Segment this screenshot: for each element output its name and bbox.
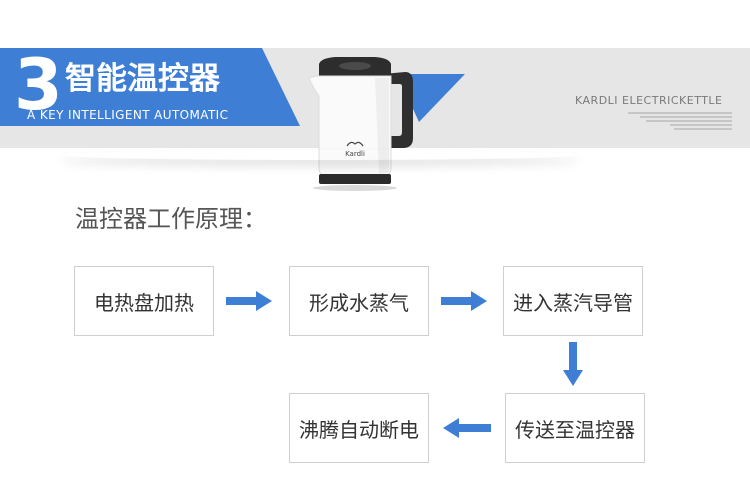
arrow-right-icon [226,291,272,311]
arrow-down-icon [563,342,583,386]
banner-blue-panel [0,48,300,126]
kettle-logo: Kardli [345,141,365,158]
flow-step-2: 形成水蒸气 [289,266,429,336]
brand-decorative-lines [628,112,732,132]
brand-name: KARDLI ELECTRICKETTLE [575,94,723,107]
kettle-logo-text: Kardli [345,150,365,158]
flow-step-3: 进入蒸汽导管 [503,266,643,336]
feature-banner: 3 智能温控器 A KEY INTELLIGENT AUTOMATIC KARD… [0,44,750,191]
feature-title: 智能温控器 [65,61,220,97]
section-heading: 温控器工作原理： [75,205,267,233]
flow-step-1: 电热盘加热 [74,266,214,336]
banner-shadow [60,150,580,160]
flow-step-5: 沸腾自动断电 [289,393,429,463]
flow-step-4: 传送至温控器 [505,393,645,463]
feature-subtitle: A KEY INTELLIGENT AUTOMATIC [27,108,229,122]
arrow-left-icon [443,418,491,438]
kettle-image: Kardli [308,57,413,191]
feature-number: 3 [14,44,63,126]
arrow-right-icon [441,291,487,311]
